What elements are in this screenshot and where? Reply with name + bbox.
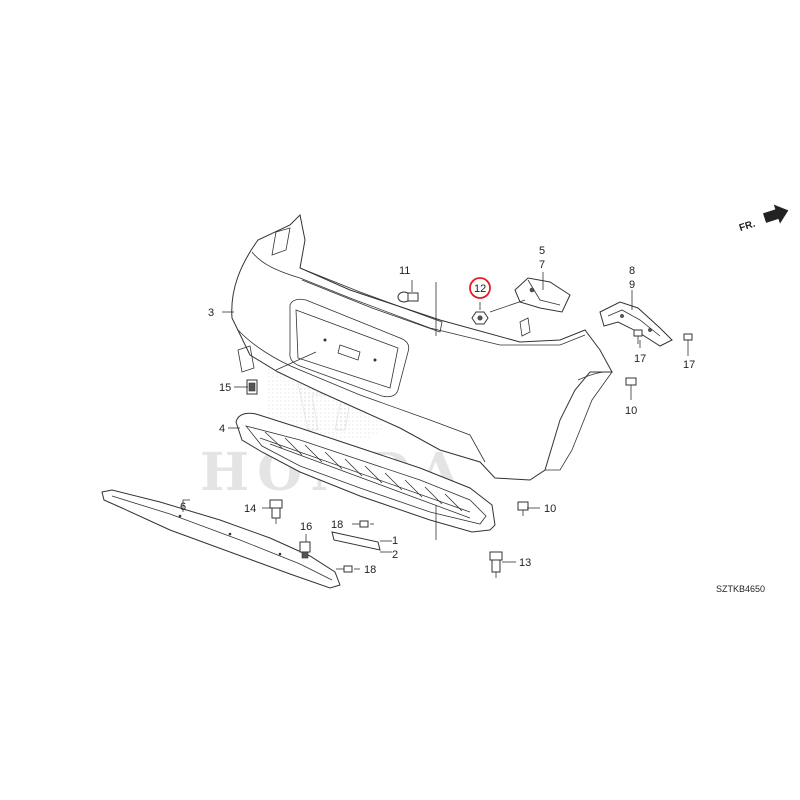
label-3: 3 — [208, 307, 214, 319]
lower-strip-6[interactable] — [101, 489, 341, 589]
diagram-code: SZTKB4650 — [716, 584, 765, 594]
fastener-15[interactable] — [246, 379, 258, 395]
front-direction-indicator: FR. — [738, 204, 789, 235]
bolt-10-a[interactable] — [625, 377, 637, 392]
side-bracket-8-9[interactable] — [599, 301, 673, 347]
leader-lines — [182, 272, 689, 570]
label-17-a: 17 — [634, 353, 646, 365]
highlight-circle — [469, 277, 491, 299]
screw-18-a[interactable] — [352, 520, 369, 528]
screw-18-b[interactable] — [336, 565, 353, 573]
label-10-a: 10 — [625, 405, 637, 417]
arrow-right-icon — [762, 204, 789, 224]
label-12: 12 — [474, 283, 486, 295]
bolt-10-b[interactable] — [517, 501, 529, 516]
label-14: 14 — [244, 503, 256, 515]
label-18-b: 18 — [364, 564, 376, 576]
trim-1-2[interactable] — [331, 531, 381, 551]
clip-11[interactable] — [397, 291, 419, 303]
clip-13[interactable] — [489, 551, 503, 578]
bracket-5-7[interactable] — [514, 277, 571, 313]
lower-garnish[interactable] — [235, 412, 496, 533]
label-6: 6 — [180, 501, 186, 513]
label-17-b: 17 — [683, 359, 695, 371]
label-11: 11 — [399, 265, 410, 277]
screw-17-b[interactable] — [683, 333, 693, 348]
label-15: 15 — [219, 382, 231, 394]
label-13: 13 — [519, 557, 531, 569]
nut-12[interactable] — [471, 311, 489, 325]
label-5: 5 — [539, 245, 545, 257]
clip-14[interactable] — [269, 499, 283, 524]
label-7: 7 — [539, 259, 545, 271]
label-1: 1 — [392, 535, 398, 547]
label-4: 4 — [219, 423, 225, 435]
fr-label: FR. — [738, 219, 757, 235]
label-9: 9 — [629, 279, 635, 291]
screw-17-a[interactable] — [633, 329, 643, 344]
rear-bumper-face[interactable] — [231, 213, 613, 481]
label-16: 16 — [300, 521, 312, 533]
part-labels: 3 15 11 12 5 7 8 9 17 17 10 10 4 6 14 16… — [180, 245, 695, 576]
label-2: 2 — [392, 549, 398, 561]
clip-16[interactable] — [299, 541, 311, 559]
label-10-b: 10 — [544, 503, 556, 515]
label-18-a: 18 — [331, 519, 343, 531]
label-8: 8 — [629, 265, 635, 277]
